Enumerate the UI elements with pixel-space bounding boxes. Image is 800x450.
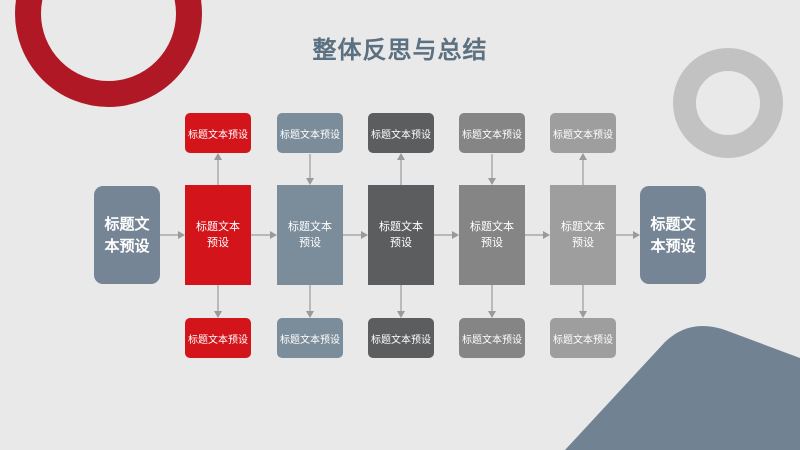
start-node: 标题文本预设 xyxy=(94,186,160,284)
step-1-top-box: 标题文本预设 xyxy=(185,113,251,153)
step-3-top-box: 标题文本预设 xyxy=(368,113,434,153)
step-1-bottom-box: 标题文本预设 xyxy=(185,318,251,358)
step-5-top-box: 标题文本预设 xyxy=(550,113,616,153)
step-2-bottom-box: 标题文本预设 xyxy=(277,318,343,358)
end-node: 标题文本预设 xyxy=(640,186,706,284)
step-4-bottom-box: 标题文本预设 xyxy=(459,318,525,358)
page-title: 整体反思与总结 xyxy=(312,36,488,64)
step-2-top-box: 标题文本预设 xyxy=(277,113,343,153)
step-4-main-box: 标题文本预设 xyxy=(459,185,525,285)
step-5-bottom-box: 标题文本预设 xyxy=(550,318,616,358)
step-2-main-box: 标题文本预设 xyxy=(277,185,343,285)
step-4-top-box: 标题文本预设 xyxy=(459,113,525,153)
step-1-main-box: 标题文本预设 xyxy=(185,185,251,285)
step-5-main-box: 标题文本预设 xyxy=(550,185,616,285)
step-3-bottom-box: 标题文本预设 xyxy=(368,318,434,358)
step-3-main-box: 标题文本预设 xyxy=(368,185,434,285)
